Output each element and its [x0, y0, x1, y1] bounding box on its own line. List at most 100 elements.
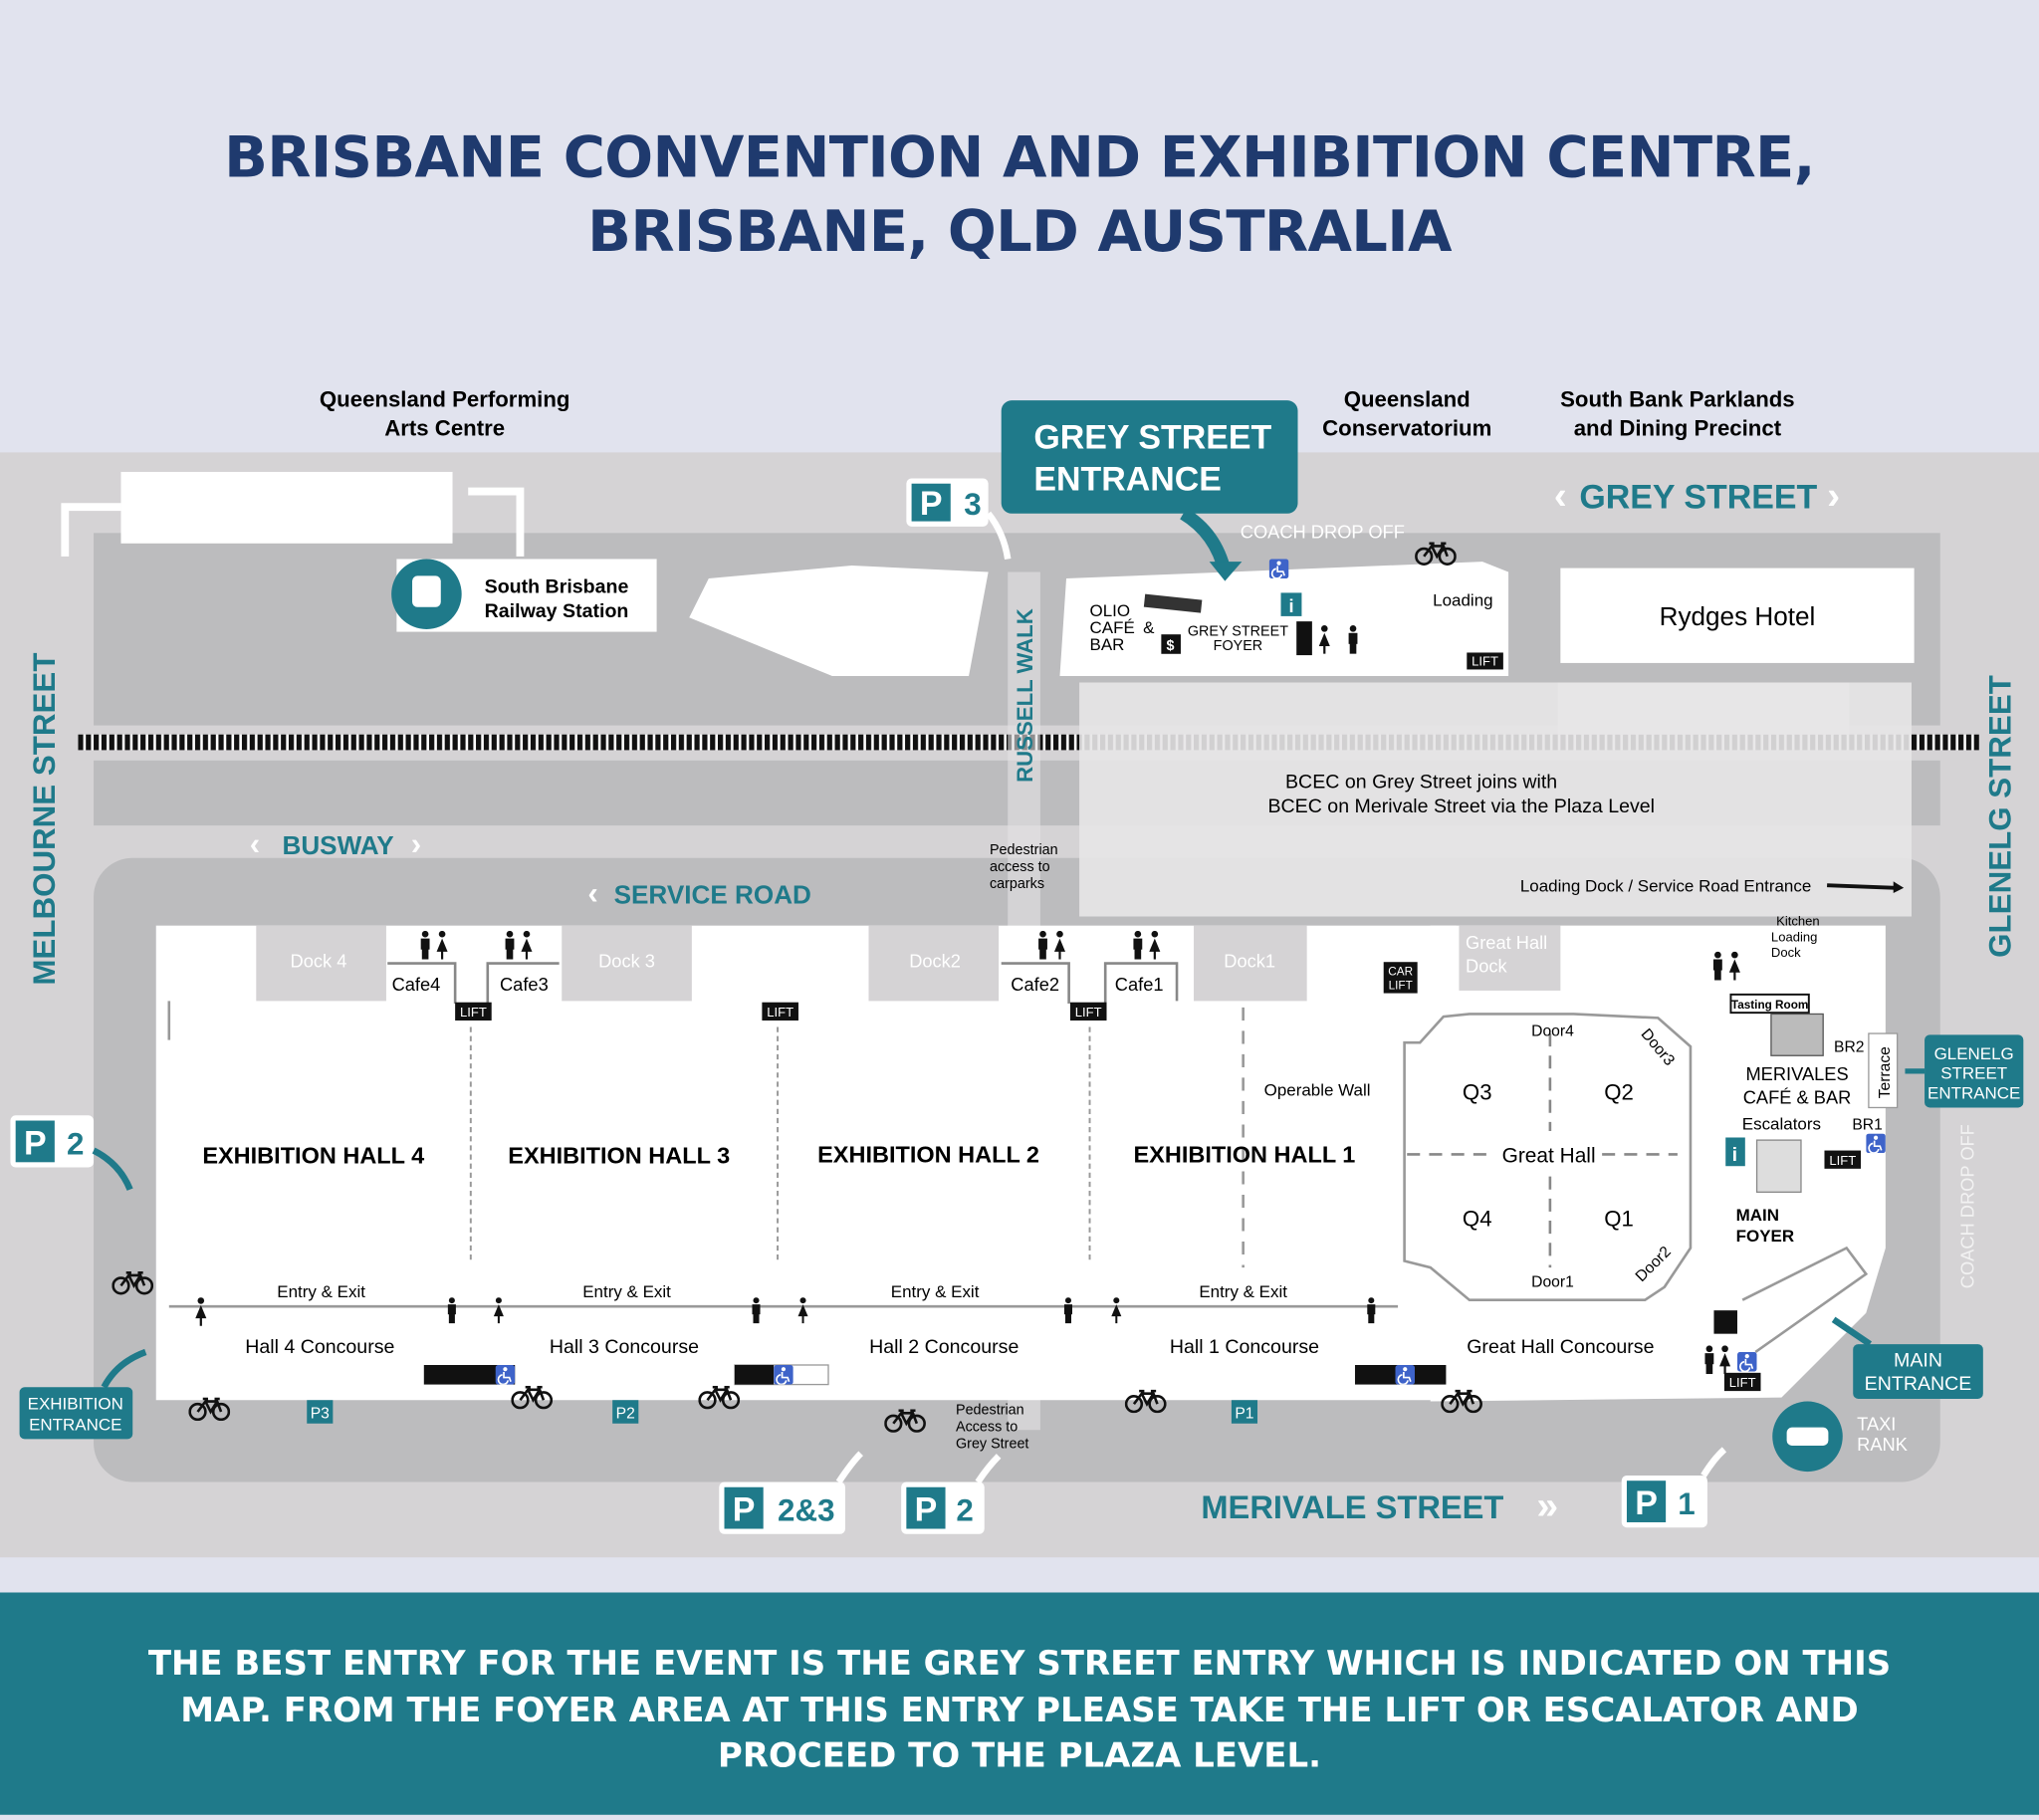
cafe-3-label: Cafe3 — [500, 974, 549, 995]
dock-3-label: Dock 3 — [598, 950, 655, 971]
parking-sign-p2-3[interactable]: P 2&3 — [719, 1481, 845, 1534]
qpac-label-2: Arts Centre — [384, 415, 505, 440]
busway-label: BUSWAY — [282, 830, 393, 860]
conservatorium-label-2: Conservatorium — [1322, 415, 1491, 440]
kitchen-loading-dock-label-2: Loading — [1771, 929, 1817, 944]
blank-sign-box — [120, 471, 453, 544]
chevron-left-icon: ‹ — [250, 826, 260, 861]
plaza-note: BCEC on Grey Street joins with — [1285, 771, 1557, 793]
q2-label: Q2 — [1604, 1080, 1634, 1105]
lift-badge: LIFT — [1069, 1002, 1107, 1021]
exhibition-hall-2-label[interactable]: EXHIBITION HALL 2 — [817, 1141, 1039, 1167]
grey-street-label: GREY STREET — [1579, 479, 1817, 517]
entry-exit-label: Entry & Exit — [891, 1282, 980, 1301]
male-toilet-icon — [1063, 1297, 1072, 1324]
pedestrian-carparks-note-2: access to — [990, 859, 1050, 875]
callout-pointer-head — [1209, 562, 1243, 581]
parking-letter: P — [733, 1491, 756, 1529]
facilities-strip — [423, 1364, 516, 1385]
plaza-link-extension — [1557, 682, 1850, 735]
entry-exit-label: Entry & Exit — [1199, 1282, 1287, 1301]
glenelg-entrance-label-2: STREET — [1940, 1064, 2007, 1083]
accessible-icon — [1395, 1364, 1416, 1385]
lift-badge-text: LIFT — [1075, 1005, 1102, 1020]
page-title-line-2: BRISBANE, QLD AUSTRALIA — [587, 198, 1452, 266]
grey-street-entrance-callout[interactable] — [1001, 400, 1298, 514]
male-toilet-icon — [420, 930, 430, 960]
rydges-hotel-building — [1560, 568, 1915, 663]
instructions-line-2: MAP. FROM THE FOYER AREA AT THIS ENTRY P… — [180, 1691, 1859, 1730]
chevron-left-icon: ‹ — [587, 875, 597, 910]
atm-icon-glyph: $ — [1167, 638, 1175, 654]
door-1-label[interactable]: Door1 — [1531, 1274, 1574, 1291]
info-icon — [1280, 592, 1302, 616]
facilities-strip — [1354, 1364, 1447, 1385]
accessible-icon — [495, 1364, 516, 1385]
q1-label: Q1 — [1604, 1206, 1634, 1231]
hall-1-concourse-label: Hall 1 Concourse — [1170, 1336, 1319, 1358]
door-4-label[interactable]: Door4 — [1531, 1024, 1574, 1040]
arrow-icon — [1700, 1447, 1727, 1478]
pedestrian-carparks-note: Pedestrian — [990, 842, 1058, 858]
glenelg-entrance-label-3: ENTRANCE — [1927, 1083, 2020, 1102]
arrow-right-icon — [1827, 883, 1897, 890]
olio-cafe-label: OLIO — [1090, 601, 1131, 620]
merivales-cafe-label: MERIVALES — [1745, 1063, 1848, 1084]
great-hall-room[interactable] — [1403, 1013, 1693, 1302]
great-hall-concourse-label: Great Hall Concourse — [1467, 1336, 1654, 1358]
entry-exit-label: Entry & Exit — [277, 1282, 365, 1301]
exhibition-hall-4-label[interactable]: EXHIBITION HALL 4 — [202, 1143, 424, 1169]
br2-label: BR2 — [1834, 1038, 1864, 1055]
hall-2-concourse-label: Hall 2 Concourse — [869, 1336, 1019, 1358]
parking-marker-label: P3 — [311, 1406, 330, 1423]
kitchen-loading-dock-label: Kitchen — [1776, 914, 1820, 929]
loading-dock-entrance-note: Loading Dock / Service Road Entrance — [1520, 877, 1811, 896]
railway-station-label-2: Railway Station — [485, 600, 629, 622]
tasting-room-label: Tasting Room — [1731, 999, 1808, 1012]
lift-badge-text: LIFT — [1472, 654, 1498, 669]
chevron-right-icon: › — [411, 826, 421, 861]
arrow-icon — [1831, 1316, 1873, 1347]
pedestrian-grey-street-note-3: Grey Street — [956, 1437, 1028, 1453]
cafe-4-label: Cafe4 — [392, 974, 441, 995]
info-icon-glyph: i — [1732, 1144, 1737, 1166]
arrow-icon — [975, 1454, 1002, 1484]
grey-street-foyer-label: GREY STREET — [1188, 623, 1288, 639]
accessible-icon — [1268, 559, 1289, 579]
glenelg-street-label: GLENELG STREET — [1982, 675, 2017, 958]
lift-badge — [1467, 652, 1503, 670]
main-entrance-ramp — [1741, 1246, 1869, 1354]
olio-cafe-ampersand: & — [1143, 618, 1155, 637]
exhibition-hall-3-label[interactable]: EXHIBITION HALL 3 — [508, 1143, 730, 1169]
parking-marker-p2: P2 — [612, 1400, 639, 1424]
exhibition-hall-1-label[interactable]: EXHIBITION HALL 1 — [1134, 1141, 1356, 1167]
male-toilet-icon — [1712, 951, 1722, 981]
page-title-line-1: BRISBANE CONVENTION AND EXHIBITION CENTR… — [224, 124, 1815, 191]
lift-badge-text: LIFT — [460, 1005, 487, 1020]
lift-badge-text: LIFT — [1729, 1375, 1756, 1390]
parking-number: 2&3 — [778, 1493, 834, 1528]
glenelg-entrance-label: GLENELG — [1934, 1044, 2014, 1063]
parking-letter: P — [915, 1491, 938, 1529]
exhibition-entrance-label-2: ENTRANCE — [29, 1415, 121, 1434]
conservatorium-label: Queensland — [1344, 387, 1471, 412]
service-road-label: SERVICE ROAD — [614, 879, 811, 909]
accessible-icon — [1736, 1351, 1757, 1372]
loading-label: Loading — [1433, 590, 1492, 609]
arrow-icon — [986, 511, 1012, 560]
melbourne-street-label: MELBOURNE STREET — [27, 653, 62, 986]
car-lift-badge — [1383, 962, 1418, 994]
stairs-icon — [1770, 1013, 1824, 1056]
qpac-label: Queensland Performing — [320, 387, 570, 412]
pedestrian-carparks-note-3: carparks — [990, 876, 1044, 892]
pedestrian-grey-street-note: Pedestrian — [956, 1403, 1024, 1419]
train-icon-body — [412, 575, 441, 607]
